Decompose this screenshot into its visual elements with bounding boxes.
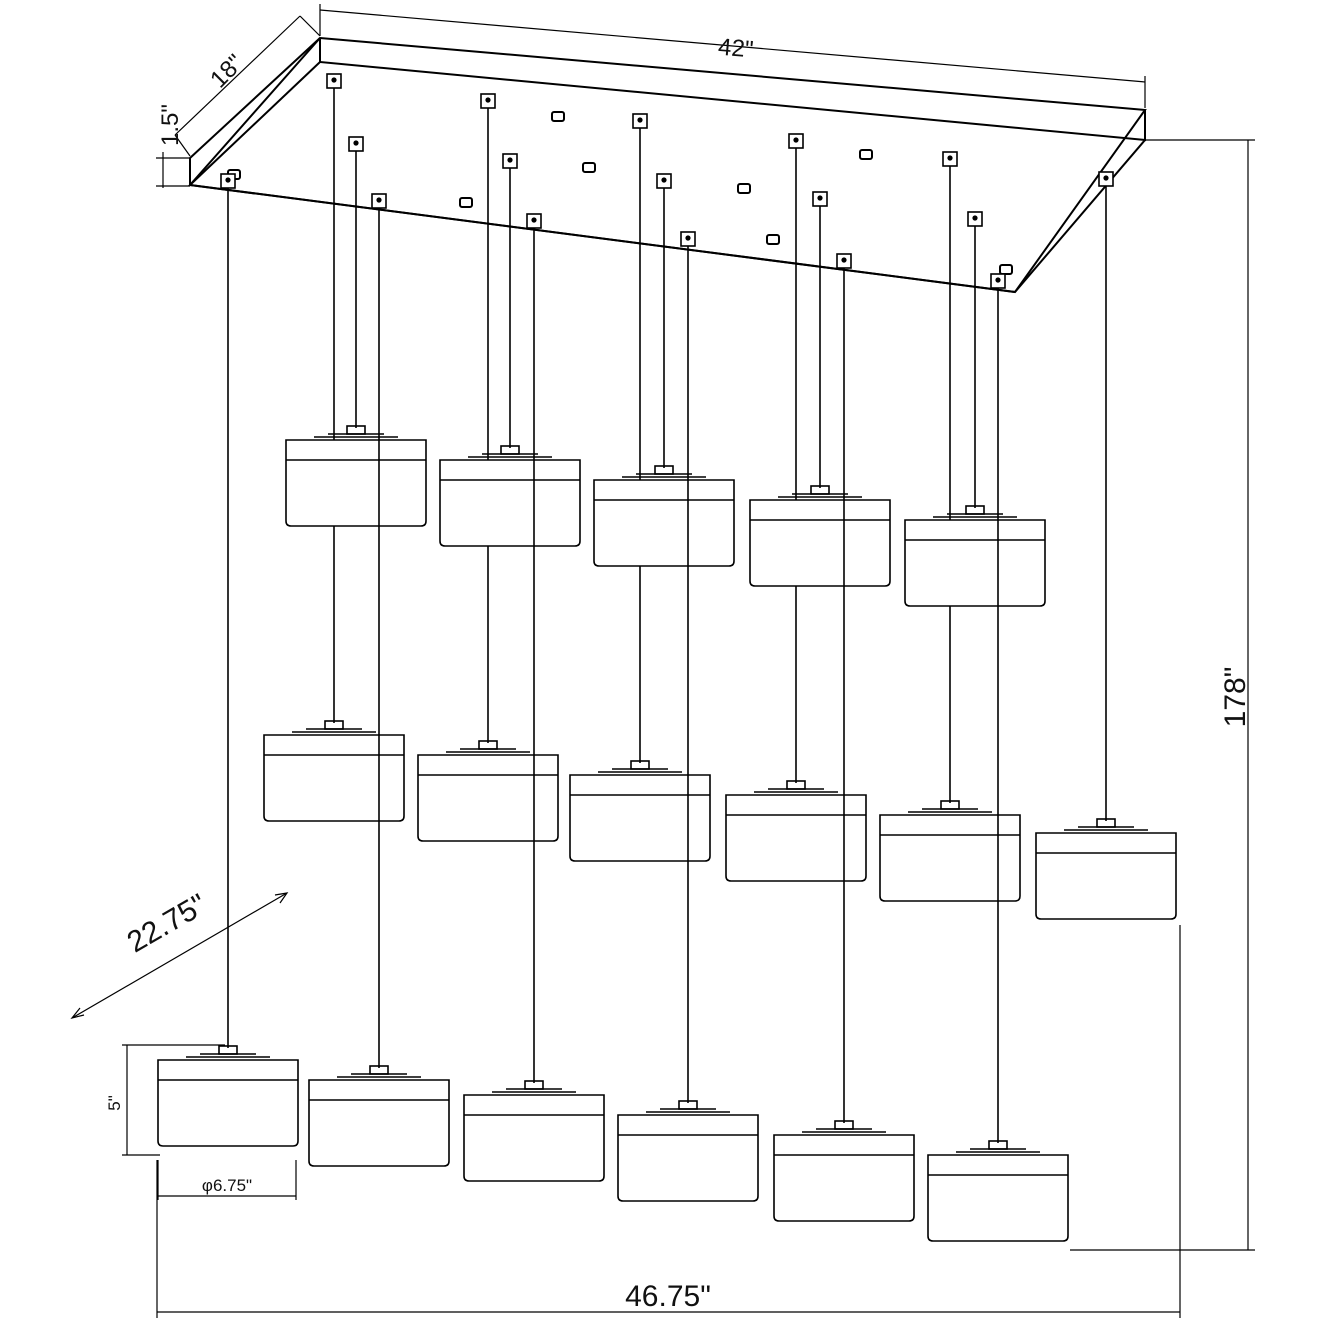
pendant — [439, 153, 581, 547]
pendant-cup-screw — [947, 155, 953, 161]
dimension-canopy-depth — [174, 15, 321, 157]
canopy-screw — [551, 111, 565, 122]
label-canopy-length: 42" — [717, 34, 754, 64]
pendant-shade — [927, 1154, 1069, 1242]
label-overall-width: 46.75" — [625, 1280, 711, 1313]
label-overall-height: 178" — [1219, 667, 1252, 728]
pendant-shade — [1035, 832, 1177, 920]
pendant-cup-screw — [793, 137, 799, 143]
pendant — [773, 253, 915, 1222]
canopy — [188, 36, 1147, 294]
pendant — [157, 173, 299, 1147]
pendant-cup-screw — [817, 195, 823, 201]
pendant-shade — [439, 459, 581, 547]
pendant-shade — [417, 754, 559, 842]
pendant-cup-screw — [376, 197, 382, 203]
canopy-screw — [766, 234, 780, 245]
canopy-screw — [999, 264, 1013, 275]
canopy-edge-band — [319, 38, 1146, 142]
pendant — [749, 191, 891, 587]
dimension-shade-diameter — [157, 1160, 297, 1200]
dimension-canopy-height — [156, 152, 190, 188]
pendant-shade — [904, 519, 1046, 607]
pendant — [263, 73, 405, 822]
pendant-shade — [285, 439, 427, 527]
pendant-shade — [773, 1134, 915, 1222]
pendant-shade — [308, 1079, 450, 1167]
pendant-cup-screw — [353, 140, 359, 146]
pendant-cup-screw — [531, 217, 537, 223]
pendant-shade — [725, 794, 867, 882]
pendant — [463, 213, 605, 1182]
pendant — [879, 151, 1021, 902]
pendant-cup-screw — [661, 177, 667, 183]
pendant-shade — [463, 1094, 605, 1182]
pendant-cup-screw — [972, 215, 978, 221]
pendant-cup-screw — [1103, 175, 1109, 181]
pendant — [285, 136, 427, 527]
label-canopy-height: 1.5" — [157, 104, 184, 146]
pendant — [725, 133, 867, 882]
pendant-shade — [749, 499, 891, 587]
pendant-shade — [879, 814, 1021, 902]
pendant — [617, 231, 759, 1202]
dimension-overall-depth — [70, 892, 289, 1020]
pendant-cup-screw — [637, 117, 643, 123]
pendant-shade — [593, 479, 735, 567]
dimension-overall-height — [1070, 139, 1255, 1251]
pendant — [569, 113, 711, 862]
pendant — [417, 93, 559, 842]
pendant-cup-screw — [225, 177, 231, 183]
canopy-screw — [859, 149, 873, 160]
pendant-shade — [263, 734, 405, 822]
pendant-shade — [617, 1114, 759, 1202]
canopy-screw — [582, 162, 596, 173]
pendants — [157, 73, 1177, 1242]
pendant — [927, 273, 1069, 1242]
dimension-overall-width — [156, 925, 1181, 1318]
pendant — [308, 193, 450, 1167]
pendant-shade — [157, 1059, 299, 1147]
pendant — [593, 173, 735, 567]
pendant-cup-screw — [685, 235, 691, 241]
pendant-shade — [569, 774, 711, 862]
pendant-cup-screw — [841, 257, 847, 263]
pendant-cup-screw — [507, 157, 513, 163]
dimension-shade-height — [122, 1044, 225, 1156]
pendant — [904, 211, 1046, 607]
pendant-cup-screw — [485, 97, 491, 103]
dimension-canopy-length — [319, 4, 1146, 108]
label-shade-diameter: φ6.75" — [202, 1176, 252, 1195]
pendant — [1035, 171, 1177, 920]
canopy-screw — [737, 183, 751, 194]
canopy-screw — [459, 197, 473, 208]
label-overall-depth: 22.75" — [122, 888, 213, 959]
pendant-cup-screw — [331, 77, 337, 83]
label-shade-height: 5" — [105, 1095, 124, 1111]
pendant-cup-screw — [995, 277, 1001, 283]
label-canopy-depth: 18" — [205, 49, 249, 93]
